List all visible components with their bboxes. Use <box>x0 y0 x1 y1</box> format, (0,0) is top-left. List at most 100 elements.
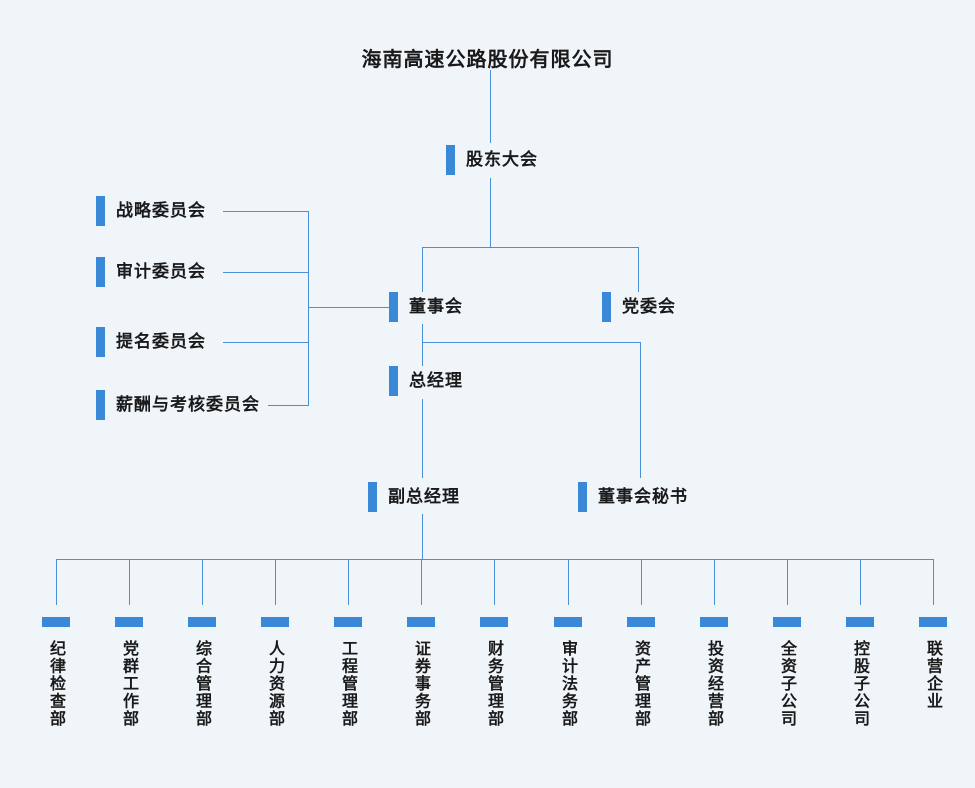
dept-associated-enterprises: 联营企业 <box>919 617 947 710</box>
org-node-remuneration-committee: 薪酬与考核委员会 <box>96 390 260 420</box>
connector-drop-dept-3 <box>202 559 203 605</box>
node-label: 提名委员会 <box>116 332 206 352</box>
node-bar-icon <box>389 292 398 322</box>
dept-bar-icon <box>700 617 728 627</box>
dept-label: 财务管理部 <box>485 640 504 728</box>
org-node-deputy-general-manager: 副总经理 <box>368 482 460 512</box>
connector-drop-dept-9 <box>641 559 642 605</box>
connector-committee-1 <box>223 211 308 212</box>
dept-label: 资产管理部 <box>632 640 651 728</box>
node-label: 审计委员会 <box>116 262 206 282</box>
dept-bar-icon <box>407 617 435 627</box>
connector-drop-party <box>638 247 639 292</box>
dept-bar-icon <box>627 617 655 627</box>
connector-shareholders-down <box>490 178 491 247</box>
dept-label: 纪律检查部 <box>47 640 66 728</box>
connector-drop-dept-8 <box>568 559 569 605</box>
dept-label: 人力资源部 <box>266 640 285 728</box>
dept-investment-operation: 投资经营部 <box>700 617 728 728</box>
org-node-board-secretary: 董事会秘书 <box>578 482 688 512</box>
connector-committee-4 <box>268 405 308 406</box>
dept-label: 综合管理部 <box>193 640 212 728</box>
org-node-shareholders-meeting: 股东大会 <box>446 145 538 175</box>
node-label: 薪酬与考核委员会 <box>116 395 260 415</box>
dept-bar-icon <box>42 617 70 627</box>
node-bar-icon <box>446 145 455 175</box>
connector-drop-dept-6 <box>421 559 422 605</box>
dept-label: 党群工作部 <box>120 640 139 728</box>
connector-drop-dept-10 <box>714 559 715 605</box>
dept-securities-affairs: 证券事务部 <box>407 617 435 728</box>
connector-committees-to-board <box>308 307 389 308</box>
dept-wholly-owned-subsidiaries: 全资子公司 <box>773 617 801 728</box>
node-bar-icon <box>368 482 377 512</box>
connector-committee-2 <box>223 272 308 273</box>
connector-title-to-shareholders <box>490 70 491 143</box>
dept-human-resources: 人力资源部 <box>261 617 289 728</box>
dept-asset-management: 资产管理部 <box>627 617 655 728</box>
connector-drop-dept-13 <box>933 559 934 605</box>
dept-audit-legal: 审计法务部 <box>554 617 582 728</box>
org-node-party-committee: 党委会 <box>602 292 676 322</box>
node-bar-icon <box>96 327 105 357</box>
dept-bar-icon <box>334 617 362 627</box>
node-label: 董事会 <box>409 297 463 317</box>
dept-bar-icon <box>261 617 289 627</box>
connector-drop-secretary <box>640 342 641 478</box>
dept-bar-icon <box>554 617 582 627</box>
dept-holding-subsidiaries: 控股子公司 <box>846 617 874 728</box>
org-node-nomination-committee: 提名委员会 <box>96 327 206 357</box>
connector-board-down <box>422 324 423 342</box>
node-bar-icon <box>96 196 105 226</box>
dept-label: 审计法务部 <box>559 640 578 728</box>
dept-engineering-management: 工程管理部 <box>334 617 362 728</box>
connector-drop-board <box>422 247 423 292</box>
connector-branch-secretary <box>422 342 640 343</box>
node-bar-icon <box>389 366 398 396</box>
node-bar-icon <box>96 390 105 420</box>
dept-general-management: 综合管理部 <box>188 617 216 728</box>
node-label: 总经理 <box>409 371 463 391</box>
connector-committee-bus <box>308 211 309 406</box>
connector-drop-dept-1 <box>56 559 57 605</box>
node-bar-icon <box>602 292 611 322</box>
connector-drop-dept-2 <box>129 559 130 605</box>
org-node-board-of-directors: 董事会 <box>389 292 463 322</box>
node-bar-icon <box>96 257 105 287</box>
dept-bar-icon <box>115 617 143 627</box>
dept-label: 工程管理部 <box>339 640 358 728</box>
company-title: 海南高速公路股份有限公司 <box>361 47 614 71</box>
connector-committee-3 <box>223 342 308 343</box>
node-label: 战略委员会 <box>116 201 206 221</box>
connector-drop-dept-5 <box>348 559 349 605</box>
dept-bar-icon <box>919 617 947 627</box>
org-node-strategy-committee: 战略委员会 <box>96 196 206 226</box>
connector-drop-dept-4 <box>275 559 276 605</box>
node-label: 党委会 <box>622 297 676 317</box>
dept-label: 全资子公司 <box>778 640 797 728</box>
dept-finance-management: 财务管理部 <box>480 617 508 728</box>
dept-label: 控股子公司 <box>851 640 870 728</box>
connector-deputy-down <box>422 514 423 559</box>
connector-branch-board-party <box>422 247 639 248</box>
dept-label: 证券事务部 <box>412 640 431 728</box>
node-label: 董事会秘书 <box>598 487 688 507</box>
dept-label: 投资经营部 <box>705 640 724 728</box>
dept-discipline-inspection: 纪律检查部 <box>42 617 70 728</box>
connector-drop-dept-11 <box>787 559 788 605</box>
dept-bar-icon <box>480 617 508 627</box>
dept-label: 联营企业 <box>924 640 943 710</box>
node-label: 副总经理 <box>388 487 460 507</box>
dept-bar-icon <box>846 617 874 627</box>
org-node-audit-committee: 审计委员会 <box>96 257 206 287</box>
connector-to-gm <box>422 342 423 366</box>
org-node-general-manager: 总经理 <box>389 366 463 396</box>
dept-party-masses-work: 党群工作部 <box>115 617 143 728</box>
connector-drop-dept-12 <box>860 559 861 605</box>
dept-bar-icon <box>773 617 801 627</box>
connector-drop-dept-7 <box>494 559 495 605</box>
node-bar-icon <box>578 482 587 512</box>
dept-bar-icon <box>188 617 216 627</box>
connector-gm-to-deputy <box>422 399 423 478</box>
